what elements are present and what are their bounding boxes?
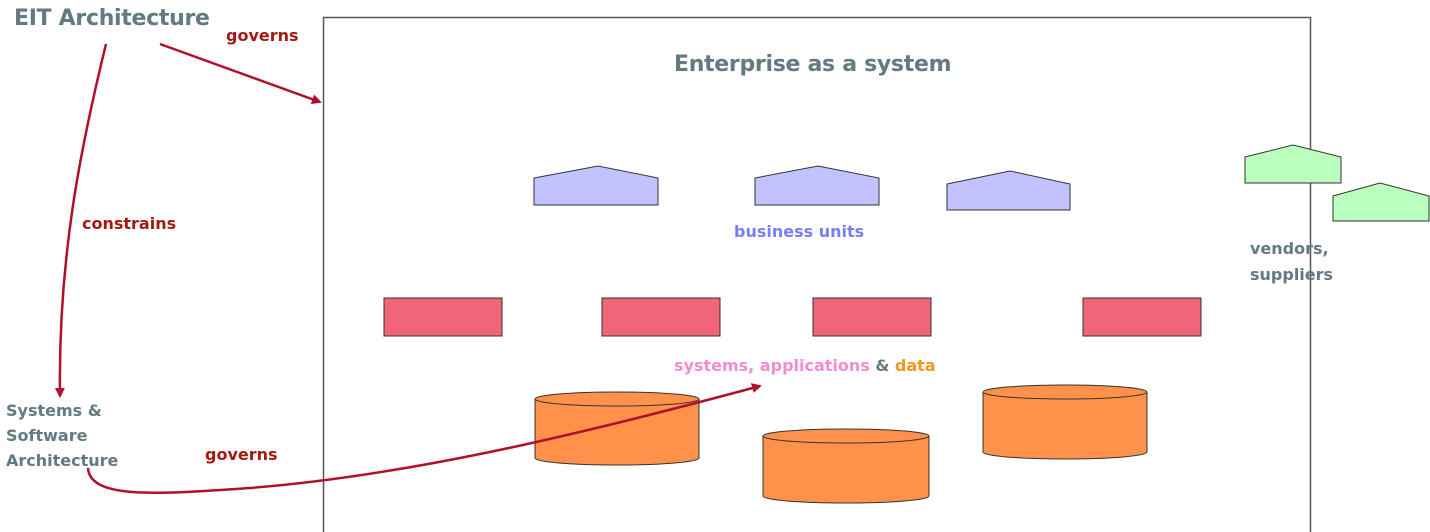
data-store-cylinder	[982, 384, 1148, 460]
system-box	[812, 297, 932, 337]
system-box	[383, 297, 503, 337]
vendor-shape	[1332, 182, 1430, 222]
enterprise-title: Enterprise as a system	[674, 52, 952, 77]
systems-group	[383, 297, 1202, 337]
constrains-arrow	[54, 43, 108, 398]
governs-label-top: governs	[226, 26, 299, 45]
governs-label-bottom: governs	[205, 445, 278, 464]
data-store-cylinder	[762, 428, 930, 504]
business-unit-shape	[754, 165, 880, 206]
governs-arrow-top	[159, 42, 322, 104]
business-units-label: business units	[734, 222, 865, 241]
vendor-shape	[1244, 144, 1342, 184]
business-units-group	[533, 165, 1071, 211]
governs-arrow-bottom	[86, 383, 762, 494]
system-box	[1082, 297, 1202, 337]
systems-applications-text: systems, applications	[674, 356, 870, 375]
eit-architecture-title: EIT Architecture	[14, 6, 210, 31]
data-store-cylinder	[534, 391, 700, 466]
enterprise-frame	[322, 16, 1312, 532]
ampersand-text: &	[869, 356, 895, 375]
system-box	[601, 297, 721, 337]
business-unit-shape	[946, 170, 1071, 211]
constrains-label: constrains	[82, 214, 177, 233]
vendors-group	[1244, 144, 1430, 222]
systems-applications-data-label: systems, applications & data	[674, 356, 936, 375]
data-stores-group	[534, 384, 1148, 504]
systems-software-architecture-title: Systems & Software Architecture	[6, 401, 119, 470]
data-text: data	[894, 356, 936, 375]
business-unit-shape	[533, 165, 659, 206]
vendors-suppliers-label: vendors, suppliers	[1250, 239, 1334, 284]
